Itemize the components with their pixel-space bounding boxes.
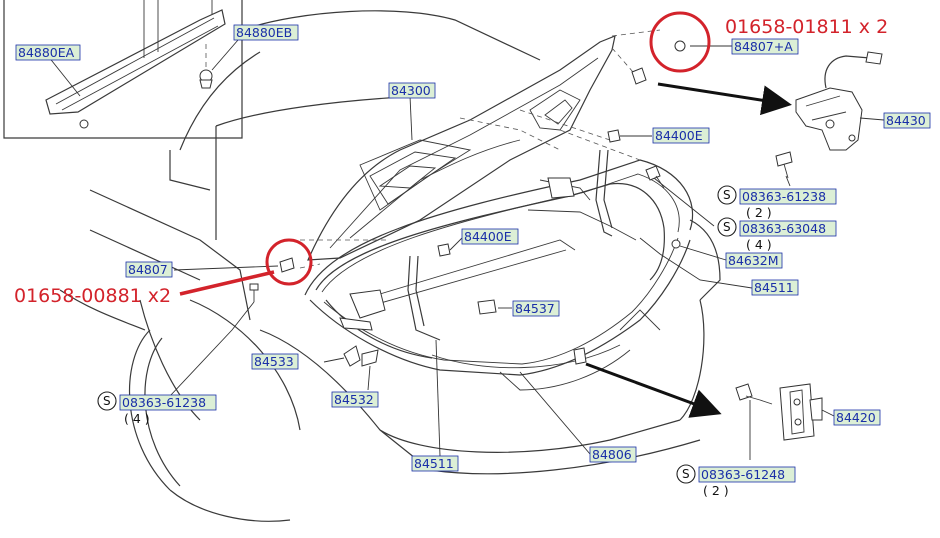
label-84533: 84533	[251, 353, 299, 370]
svg-text:84632M: 84632M	[728, 253, 779, 268]
svg-text:84400E: 84400E	[464, 229, 512, 244]
arrow-to-hinge	[585, 362, 722, 418]
label-84537: 84537	[512, 300, 560, 317]
inset-detail	[3, 0, 243, 139]
label-84430: 84430	[883, 112, 931, 129]
small-parts	[249, 40, 686, 367]
screw-label-08363-61248: S 08363-61248 ( 2 )	[676, 464, 796, 498]
red-pointer-line	[179, 270, 275, 296]
leader-lines	[47, 39, 885, 460]
s-symbol-icon	[676, 464, 696, 484]
label-84632m: 84632M	[725, 252, 783, 269]
direction-arrows	[179, 82, 792, 418]
label-84806: 84806	[589, 446, 637, 463]
svg-text:84400E: 84400E	[655, 128, 703, 143]
svg-text:84430: 84430	[886, 113, 926, 128]
label-84880EB: 84880EB	[233, 24, 299, 41]
svg-text:84806: 84806	[592, 447, 632, 462]
s-symbol-icon	[717, 185, 737, 205]
svg-text:08363-61238: 08363-61238	[122, 395, 206, 410]
part-labels: 84880EA 84880EB 84300 84807+A 84430 8440…	[15, 24, 931, 472]
label-84400e-top: 84400E	[652, 127, 710, 144]
svg-text:84532: 84532	[334, 392, 374, 407]
label-84511-bottom: 84511	[411, 455, 459, 472]
svg-text:84537: 84537	[515, 301, 555, 316]
red-callouts: 01658-01811 x 2 01658-00881 x2	[14, 11, 888, 307]
svg-text:08363-61248: 08363-61248	[701, 467, 785, 482]
screw-label-08363-61238-left: S 08363-61238 ( 4 )	[97, 391, 217, 426]
svg-text:S: S	[682, 467, 690, 481]
callout-top-right-text: 01658-01811 x 2	[725, 16, 888, 38]
svg-text:84300: 84300	[391, 83, 431, 98]
label-84511-right: 84511	[751, 279, 799, 296]
label-84880EA: 84880EA	[15, 44, 81, 61]
trunk-lid	[299, 29, 661, 269]
hinge-bracket	[735, 383, 823, 441]
arrow-to-latch	[657, 82, 792, 116]
svg-text:84807: 84807	[128, 262, 168, 277]
svg-text:( 2 ): ( 2 )	[746, 205, 772, 220]
label-84400e-mid: 84400E	[461, 228, 519, 245]
s-symbol-icon	[717, 217, 737, 237]
svg-text:84533: 84533	[254, 354, 294, 369]
svg-text:08363-61238: 08363-61238	[742, 189, 826, 204]
callout-circle-top	[649, 11, 711, 73]
label-84532: 84532	[331, 391, 379, 408]
svg-text:84511: 84511	[414, 456, 454, 471]
s-symbol-icon	[97, 391, 117, 411]
svg-text:( 4 ): ( 4 )	[124, 411, 150, 426]
screw-labels: S 08363-61238 ( 2 ) S 08363-63048 ( 4 ) …	[97, 185, 837, 498]
screw-label-08363-61238-top: S 08363-61238 ( 2 )	[717, 185, 837, 220]
label-84300: 84300	[388, 82, 436, 99]
screw-label-08363-63048: S 08363-63048 ( 4 )	[717, 217, 837, 252]
svg-text:84880EA: 84880EA	[18, 45, 75, 60]
label-84807-a: 84807+A	[731, 38, 799, 55]
svg-text:( 2 ): ( 2 )	[703, 483, 729, 498]
svg-text:( 4 ): ( 4 )	[746, 237, 772, 252]
svg-text:84511: 84511	[754, 280, 794, 295]
svg-text:84420: 84420	[836, 410, 876, 425]
svg-text:08363-63048: 08363-63048	[742, 221, 826, 236]
weatherstrip-and-hinges	[315, 149, 665, 359]
svg-text:84807+A: 84807+A	[734, 39, 793, 54]
label-84420: 84420	[833, 409, 881, 426]
callout-circle-left	[265, 238, 313, 286]
svg-text:S: S	[723, 188, 731, 202]
svg-text:S: S	[103, 394, 111, 408]
trunk-latch-assembly	[775, 51, 883, 179]
svg-text:84880EB: 84880EB	[236, 25, 292, 40]
callout-left-text: 01658-00881 x2	[14, 285, 171, 307]
svg-text:S: S	[723, 220, 731, 234]
label-84807: 84807	[125, 261, 173, 278]
